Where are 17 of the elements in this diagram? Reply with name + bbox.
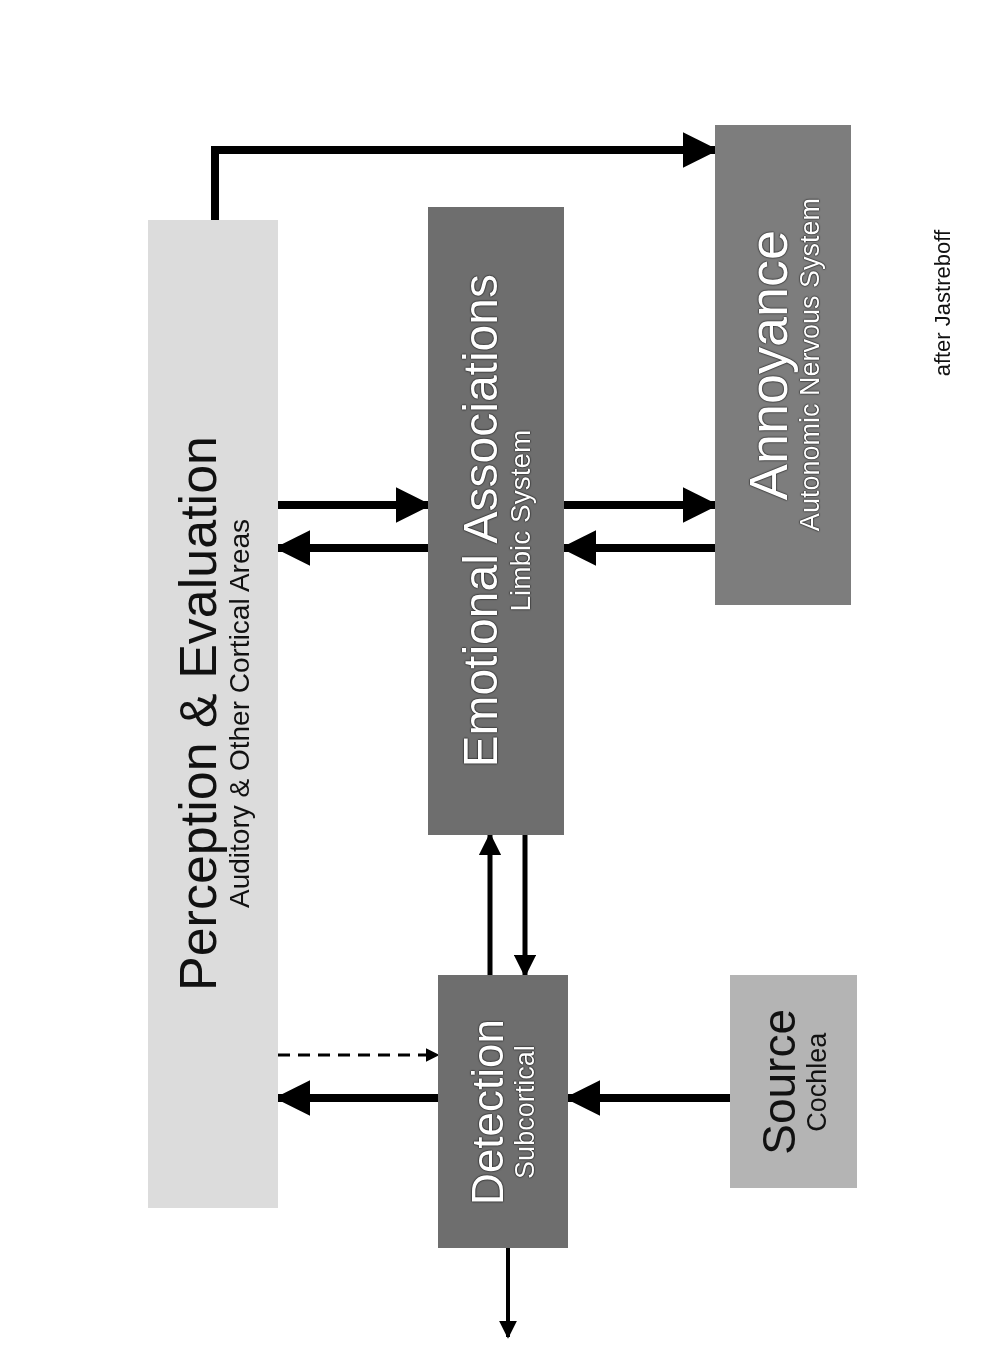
box-title: Annoyance [741, 229, 797, 501]
box-title: Emotional Associations [456, 274, 506, 768]
source-note: after Jastreboff [930, 230, 956, 377]
box-subtitle: Cochlea [802, 1031, 832, 1132]
process-box [438, 975, 568, 1248]
box-subtitle: Subcortical [511, 1044, 540, 1179]
arrow [499, 1248, 517, 1339]
dashed-arrow [278, 1048, 440, 1062]
process-box [715, 125, 851, 605]
box-title: Source [755, 1008, 803, 1155]
box-subtitle: Limbic System [505, 430, 536, 613]
process-box [428, 207, 564, 835]
box-title: Perception & Evaluation [171, 436, 225, 992]
box-title: Detection [466, 1018, 512, 1205]
process-box [148, 220, 278, 1208]
process-box [730, 975, 857, 1188]
arrow [513, 835, 537, 978]
